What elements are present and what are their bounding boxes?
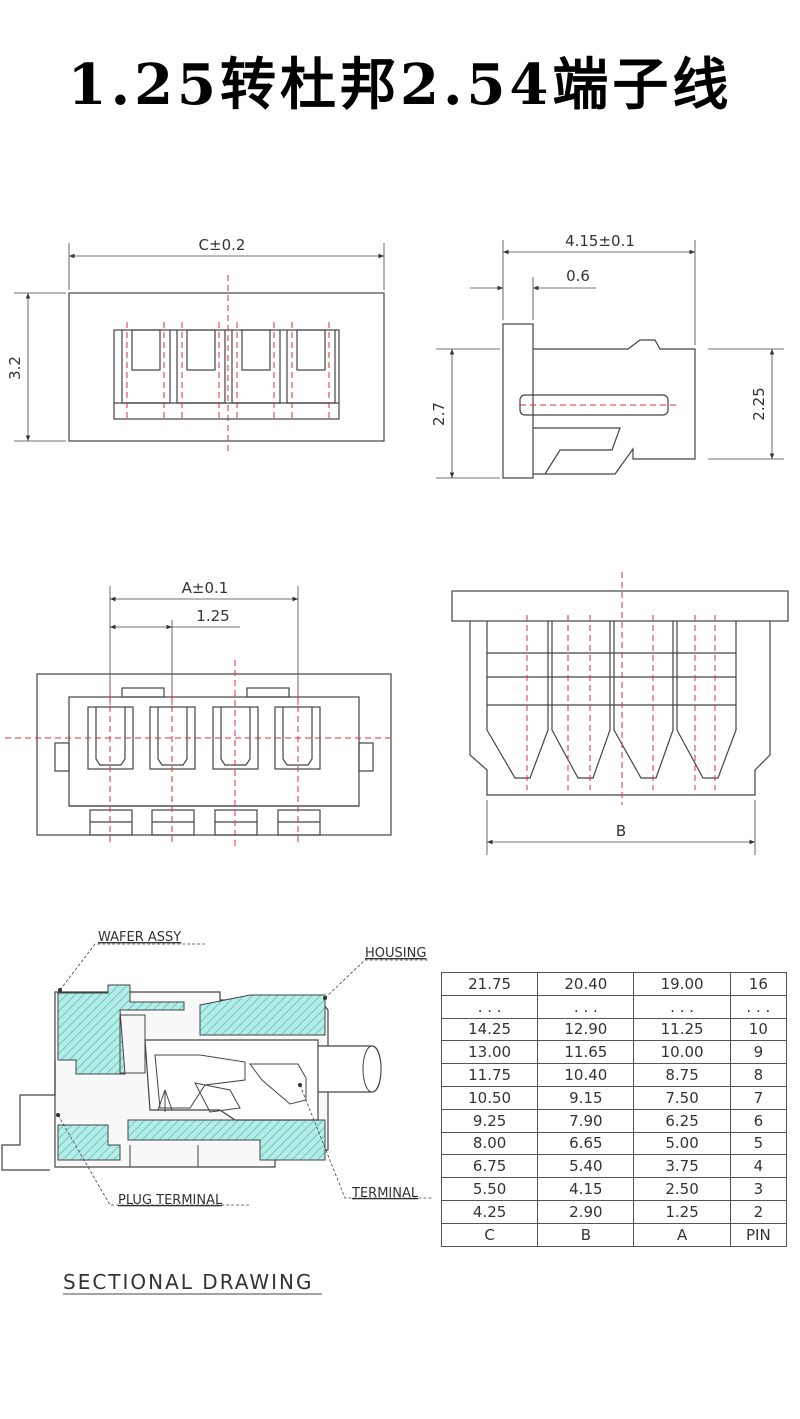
- front-view: [14, 243, 385, 442]
- table-cell: 4: [729, 1154, 788, 1179]
- column-a: A: [633, 1222, 731, 1247]
- table-cell: 2.90: [537, 1199, 635, 1224]
- table-cell: 3.75: [633, 1154, 731, 1179]
- table-cell: 14.25: [440, 1017, 539, 1042]
- table-cell: 10.50: [440, 1085, 539, 1110]
- bottom-view: [451, 590, 789, 855]
- sectional-drawing: [1, 943, 432, 1206]
- table-cell: 4.25: [440, 1199, 539, 1224]
- table-cell: 7.50: [633, 1085, 731, 1110]
- table-cell: 5.00: [633, 1131, 731, 1156]
- table-cell: 13.00: [440, 1040, 539, 1065]
- dim-a-label: A±0.1: [182, 579, 229, 597]
- mating-face-tabs: [89, 809, 321, 836]
- table-cell: . . .: [729, 994, 788, 1019]
- table-cell: 7: [729, 1085, 788, 1110]
- table-cell: 10.40: [537, 1063, 635, 1087]
- table-cell: 9: [729, 1040, 788, 1065]
- table-cell: 2.50: [633, 1177, 731, 1201]
- dim-pitch-label: 1.25: [196, 607, 229, 625]
- callout-housing: HOUSING: [365, 946, 426, 961]
- table-cell: 6.25: [633, 1108, 731, 1133]
- table-cell: 2: [729, 1199, 788, 1224]
- table-cell: 6: [729, 1108, 788, 1133]
- table-cell: 4.15: [537, 1177, 635, 1201]
- side-view-flange: [502, 323, 534, 479]
- table-cell: 7.90: [537, 1108, 635, 1133]
- dim-depth-label: 4.15±0.1: [565, 232, 635, 250]
- dim-flange-label: 0.6: [566, 267, 590, 285]
- table-cell: 11.65: [537, 1040, 635, 1065]
- side-view: [436, 240, 784, 479]
- bottom-view-fingers: [486, 621, 737, 779]
- table-cell: 10.00: [633, 1040, 731, 1065]
- table-cell: 20.40: [537, 972, 635, 996]
- table-cell: . . .: [537, 994, 635, 1019]
- table-cell: 5.40: [537, 1154, 635, 1179]
- table-cell: 8.75: [633, 1063, 731, 1087]
- dim-c-label: C±0.2: [199, 236, 246, 254]
- table-row: . . .. . .. . .. . .: [440, 994, 788, 1019]
- table-cell: 3: [729, 1177, 788, 1201]
- front-view-slots: [114, 329, 339, 404]
- table-cell: 6.65: [537, 1131, 635, 1156]
- table-cell: 12.90: [537, 1017, 635, 1042]
- page-title: 1.25转杜邦2.54端子线: [67, 52, 733, 118]
- table-cell: 8.00: [440, 1131, 539, 1156]
- table-cell: 5.50: [440, 1177, 539, 1201]
- table-cell: 11.75: [440, 1063, 539, 1087]
- front-view-centerlines: [126, 275, 330, 455]
- column-pin: PIN: [729, 1222, 788, 1247]
- table-cell: 19.00: [633, 972, 731, 996]
- dim-height-2-7-label: 2.7: [430, 402, 448, 426]
- dim-height-3-2-label: 3.2: [6, 356, 24, 380]
- callout-terminal: TERMINAL: [351, 1186, 419, 1201]
- mating-face-outline: [36, 673, 392, 836]
- table-cell: 1.25: [633, 1199, 731, 1224]
- table-cell: 11.25: [633, 1017, 731, 1042]
- table-cell: 6.75: [440, 1154, 539, 1179]
- section-title: SECTIONAL DRAWING: [63, 1270, 314, 1294]
- table-cell: 10: [729, 1017, 788, 1042]
- table-cell: 9.25: [440, 1108, 539, 1133]
- callout-plug-terminal: PLUG TERMINAL: [118, 1193, 223, 1208]
- bottom-view-centerlines: [526, 572, 716, 805]
- table-cell: 16: [729, 972, 788, 996]
- column-b: B: [537, 1222, 635, 1247]
- column-c: C: [440, 1222, 539, 1247]
- dim-b-label: B: [616, 822, 626, 840]
- table-cell: 9.15: [537, 1085, 635, 1110]
- table-cell: 5: [729, 1131, 788, 1156]
- mating-face-centerlines: [5, 660, 390, 850]
- table-cell: . . .: [440, 994, 539, 1019]
- callout-wafer-assy: WAFER ASSY: [98, 930, 181, 945]
- table-cell: 8: [729, 1063, 788, 1087]
- bottom-view-top-bar: [451, 590, 789, 622]
- dim-height-2-25-label: 2.25: [750, 387, 768, 420]
- table-cell: . . .: [633, 994, 731, 1019]
- table-cell: 21.75: [440, 972, 539, 996]
- front-view-outline: [68, 292, 385, 442]
